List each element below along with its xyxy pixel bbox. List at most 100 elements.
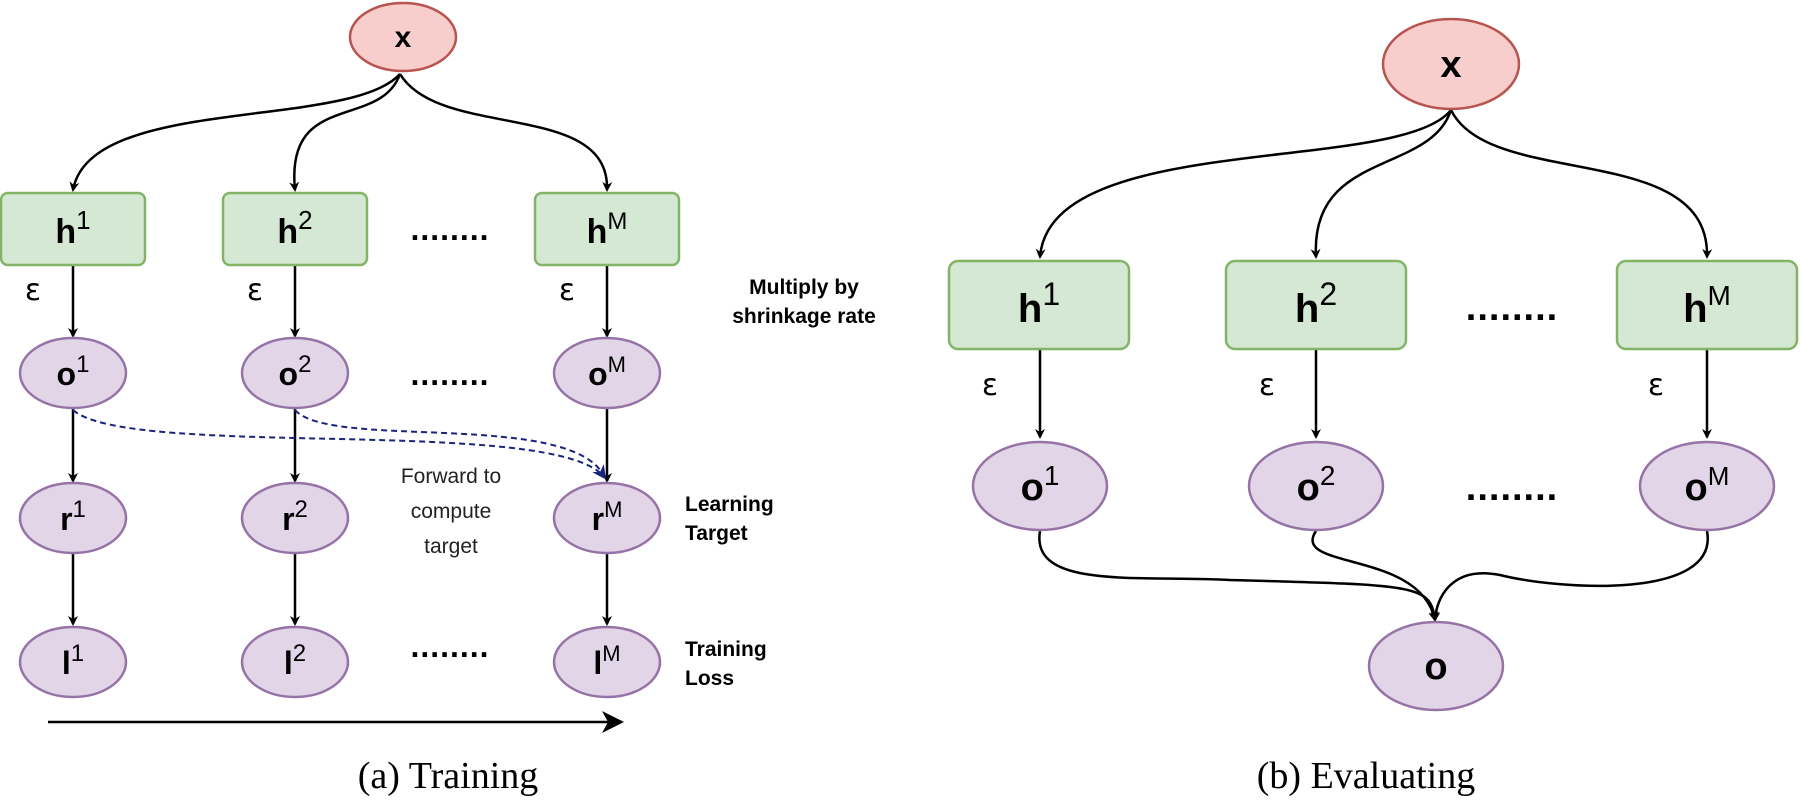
r1-base: r (60, 501, 72, 537)
eval-h1-base: h (1018, 287, 1042, 331)
eval-output-node-oM: oM (1638, 440, 1776, 532)
loss-line-1: Training (685, 638, 767, 661)
svg-text:lM: lM (593, 641, 620, 681)
residual-node-rM: rM (552, 481, 662, 555)
oM-base: o (588, 356, 608, 392)
dots-o-row: ........ (410, 356, 489, 392)
h2-base: h (277, 213, 298, 251)
residual-node-r2: r2 (240, 481, 350, 555)
eval-output-node-o2: o2 (1247, 440, 1385, 532)
svg-text:h1: h1 (55, 205, 90, 251)
eval-dots-h-row: ........ (1466, 287, 1558, 329)
svg-text:r1: r1 (60, 496, 86, 537)
eval-hidden-node-h1: h1 (947, 259, 1131, 351)
svg-text:oM: oM (588, 352, 626, 392)
target-line-1: Learning (685, 493, 774, 516)
svg-text:o1: o1 (1021, 460, 1060, 509)
edge-x-h2 (289, 73, 402, 192)
panel-training: x h1 h2 hM ........ ε ε ε o1 o2 (0, 1, 876, 797)
svg-text:h2: h2 (277, 205, 312, 251)
eval-edge-x-hM (1449, 109, 1713, 259)
svg-text:o2: o2 (279, 351, 312, 392)
dashed-o1-rM (72, 409, 607, 480)
r1-sup: 1 (73, 496, 86, 523)
eval-input-node-x: x (1381, 17, 1521, 111)
eval-edge-x-h1 (1035, 109, 1452, 259)
eval-epsilon-M: ε (1648, 368, 1664, 403)
o1-sup: 1 (76, 351, 89, 378)
rM-base: r (592, 501, 604, 537)
eval-oM-base: o (1685, 467, 1708, 509)
r2-base: r (282, 501, 294, 537)
input-node-label: x (395, 21, 412, 54)
h1-base: h (55, 213, 76, 251)
output-node-oM: oM (552, 336, 662, 410)
loss-node-l1: l1 (18, 625, 128, 699)
loss-node-l2: l2 (240, 625, 350, 699)
eval-edge-x-h2 (1310, 109, 1453, 259)
svg-text:oM: oM (1685, 461, 1730, 509)
eval-dots-o-row: ........ (1466, 467, 1558, 509)
output-node-o1: o1 (18, 336, 128, 410)
lM-base: l (593, 645, 602, 681)
svg-text:l2: l2 (284, 640, 306, 681)
svg-text:o2: o2 (1297, 460, 1336, 509)
l2-base: l (284, 645, 293, 681)
eval-edge-o2-out (1311, 530, 1439, 622)
l1-sup: 1 (71, 640, 84, 667)
eval-oM-sup: M (1708, 461, 1730, 491)
eval-hM-base: h (1683, 287, 1707, 331)
residual-node-r1: r1 (18, 481, 128, 555)
input-node-x: x (348, 1, 458, 73)
loss-node-lM: lM (552, 625, 662, 699)
eval-edge-oM-out (1430, 530, 1709, 622)
eval-hidden-node-hM: hM (1615, 259, 1799, 351)
panel-evaluating: x h1 h2 hM ........ ε ε ε o1 o2 (947, 17, 1799, 797)
eval-final-output-label: o (1424, 646, 1447, 688)
shrinkage-line-1: Multiply by (749, 276, 859, 299)
rM-sup: M (604, 497, 622, 522)
eval-h2-sup: 2 (1319, 276, 1337, 312)
hM-sup: M (607, 208, 627, 235)
eval-epsilon-2: ε (1259, 368, 1275, 403)
caption-evaluating: (b) Evaluating (1257, 755, 1475, 797)
hidden-node-h2: h2 (221, 191, 369, 267)
lM-sup: M (602, 641, 620, 666)
epsilon-2: ε (247, 273, 263, 308)
o1-base: o (57, 356, 77, 392)
epsilon-1: ε (25, 273, 41, 308)
hidden-node-hM: hM (533, 191, 681, 267)
epsilon-M: ε (559, 273, 575, 308)
forward-annotation: Forward to compute target (401, 465, 501, 558)
svg-text:hM: hM (1683, 280, 1731, 331)
eval-final-output-node: o (1367, 620, 1505, 712)
forward-line-2: compute (411, 500, 492, 523)
oM-sup: M (608, 352, 626, 377)
learning-target-annotation: Learning Target (685, 493, 774, 545)
eval-o2-sup: 2 (1320, 460, 1336, 491)
eval-o1-sup: 1 (1044, 460, 1060, 491)
svg-text:h2: h2 (1295, 276, 1337, 331)
r2-sup: 2 (295, 496, 308, 523)
loss-line-2: Loss (685, 667, 734, 690)
eval-output-node-o1: o1 (971, 440, 1109, 532)
o2-base: o (279, 356, 299, 392)
dots-h-row: ........ (410, 211, 489, 247)
eval-hidden-node-h2: h2 (1224, 259, 1408, 351)
eval-input-node-label: x (1440, 44, 1461, 86)
hM-base: h (587, 213, 608, 251)
forward-line-1: Forward to (401, 465, 501, 488)
edge-x-hM (398, 73, 613, 192)
eval-hM-sup: M (1708, 280, 1731, 311)
eval-edge-o1-out (1038, 530, 1439, 622)
svg-text:h1: h1 (1018, 276, 1060, 331)
eval-h1-sup: 1 (1042, 276, 1060, 312)
h2-sup: 2 (298, 205, 312, 235)
edge-x-h1 (69, 73, 401, 192)
h1-sup: 1 (76, 205, 90, 235)
eval-epsilon-1: ε (982, 368, 998, 403)
shrinkage-line-2: shrinkage rate (732, 305, 876, 328)
target-line-2: Target (685, 522, 748, 545)
caption-training: (a) Training (358, 755, 539, 797)
